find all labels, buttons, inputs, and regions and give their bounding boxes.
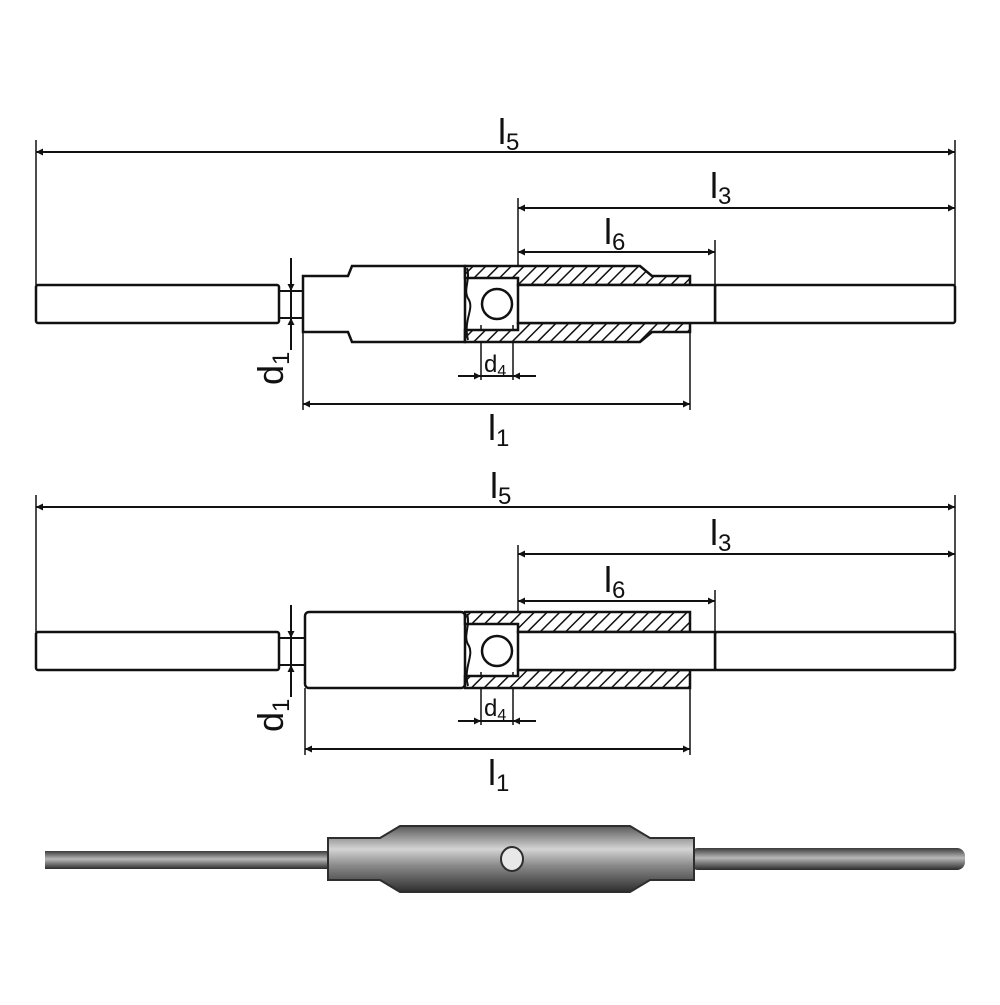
label-l5: l5 — [490, 465, 511, 510]
label-l3: l3 — [710, 512, 731, 557]
label-l3: l3 — [710, 165, 731, 210]
barrel-bore — [516, 630, 717, 672]
right-rod — [713, 283, 957, 325]
label-l6: l6 — [604, 559, 625, 604]
label-l1: l1 — [488, 752, 509, 797]
drawing-middle: l5 l3 l6 d1 d4 l1 — [34, 465, 957, 797]
label-d4: d4 — [484, 351, 506, 380]
break-line — [465, 613, 472, 687]
barrel-body — [303, 610, 467, 690]
barrel-body — [301, 264, 467, 344]
barrel-section-top — [463, 610, 692, 634]
left-rod — [34, 630, 281, 672]
cross-hole — [480, 634, 514, 668]
label-l1: l1 — [488, 407, 509, 452]
label-l6: l6 — [604, 211, 625, 256]
cross-hole — [480, 287, 514, 321]
barrel-bore — [516, 283, 717, 325]
label-d1: d1 — [250, 352, 295, 385]
photo-cross-hole — [500, 846, 524, 872]
left-rod — [34, 283, 281, 325]
right-rod — [713, 630, 957, 672]
barrel-section-bottom — [463, 321, 692, 344]
break-line — [465, 267, 472, 341]
turnbuckle-photo — [45, 825, 965, 893]
barrel-section-bottom — [463, 668, 692, 690]
barrel-section-top — [463, 264, 692, 287]
label-d1: d1 — [250, 699, 295, 732]
photo-right-rod — [690, 848, 965, 870]
label-l5: l5 — [498, 111, 519, 156]
label-d4: d4 — [484, 695, 506, 724]
drawing-top: l5 l3 l6 d1 d4 — [34, 111, 957, 452]
photo-left-rod — [45, 851, 335, 869]
